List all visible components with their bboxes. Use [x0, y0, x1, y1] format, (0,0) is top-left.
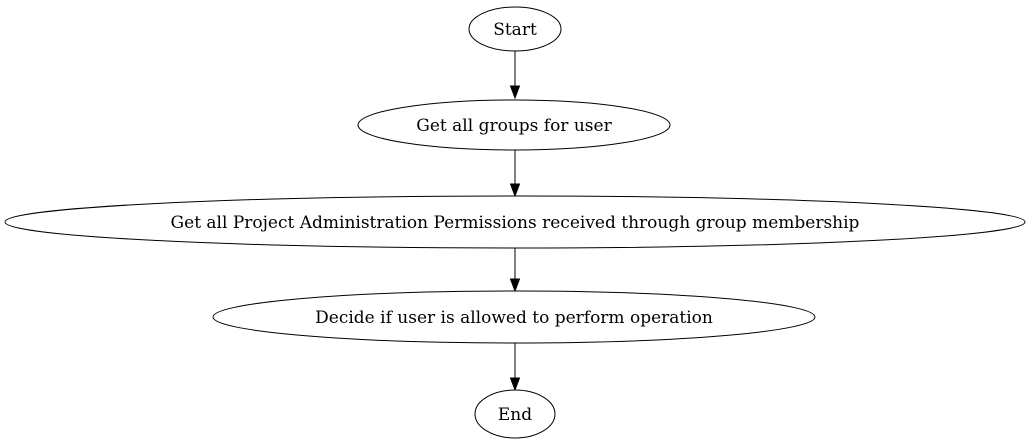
- node-start: Start: [468, 6, 562, 52]
- arrowhead-down-icon: [509, 278, 521, 293]
- node-decide-ellipse: [212, 290, 816, 344]
- node-end-label: End: [498, 405, 532, 425]
- edge-get-permissions-to-decide: [509, 248, 521, 293]
- arrowhead-down-icon: [509, 377, 521, 392]
- node-start-label: Start: [493, 20, 537, 40]
- edge-decide-to-end: [509, 343, 521, 392]
- arrowhead-down-icon: [509, 85, 521, 100]
- node-get-permissions-label: Get all Project Administration Permissio…: [171, 213, 860, 233]
- node-end-ellipse: [474, 389, 556, 439]
- node-get-groups: Get all groups for user: [357, 99, 671, 151]
- node-get-groups-ellipse: [357, 99, 671, 151]
- node-get-groups-label: Get all groups for user: [416, 116, 612, 136]
- edge-start-to-get-groups: [509, 51, 521, 100]
- edge-get-groups-to-get-permissions: [509, 150, 521, 198]
- arrowhead-down-icon: [509, 183, 521, 198]
- node-decide-label: Decide if user is allowed to perform ope…: [315, 308, 713, 328]
- node-end: End: [474, 389, 556, 439]
- node-start-ellipse: [468, 6, 562, 52]
- node-get-permissions: Get all Project Administration Permissio…: [4, 195, 1026, 249]
- node-get-permissions-ellipse: [4, 195, 1026, 249]
- node-decide: Decide if user is allowed to perform ope…: [212, 290, 816, 344]
